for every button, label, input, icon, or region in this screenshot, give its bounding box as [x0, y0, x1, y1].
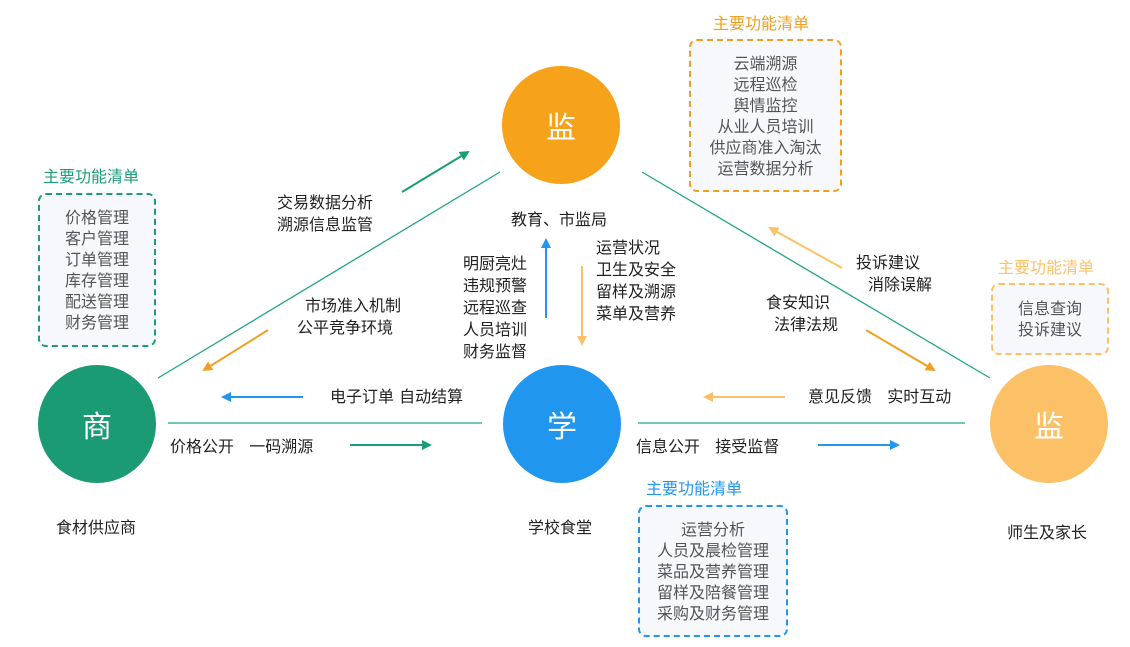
supplier-function-item: 库存管理 — [64, 271, 129, 290]
supplier-function-item: 客户管理 — [64, 229, 129, 248]
canteen-panel-title: 主要功能清单 — [646, 479, 743, 498]
parents-node: 监 — [990, 365, 1108, 483]
flow-canteen-to-parents: 信息公开 接受监督 — [636, 437, 780, 456]
canteen-function-item: 运营分析 — [680, 519, 745, 539]
canteen-node: 学 — [503, 365, 621, 483]
flow-supplier-to-regulator: 交易数据分析 溯源信息监管 — [277, 193, 374, 234]
supplier-panel-title: 主要功能清单 — [43, 167, 140, 186]
regulator-function-item: 从业人员培训 — [717, 116, 814, 136]
parents-panel-title: 主要功能清单 — [998, 258, 1095, 277]
flow-regulator-to-supplier: 市场准入机制 公平竞争环境 — [297, 296, 402, 337]
regulator-function-item: 供应商准入淘汰 — [709, 137, 822, 157]
arrow-supplier-to-regulator — [401, 150, 470, 193]
parents-node-glyph: 监 — [1034, 410, 1064, 445]
canteen-function-item: 菜品及营养管理 — [656, 561, 769, 581]
regulator-function-panel: 云端溯源 远程巡检 舆情监控 从业人员培训 供应商准入淘汰 运营数据分析 — [689, 39, 842, 192]
parents-node-label: 师生及家长 — [1007, 523, 1088, 542]
supplier-node: 商 — [38, 365, 156, 483]
supplier-function-panel: 价格管理 客户管理 订单管理 库存管理 配送管理 财务管理 — [38, 193, 156, 347]
canteen-function-item: 采购及财务管理 — [656, 603, 769, 623]
canteen-function-item: 人员及晨检管理 — [656, 540, 769, 560]
canteen-function-panel: 运营分析 人员及晨检管理 菜品及营养管理 留样及陪餐管理 采购及财务管理 — [638, 505, 788, 637]
flow-canteen-to-supplier: 电子订单 自动结算 — [330, 387, 464, 406]
parents-function-item: 信息查询 — [1017, 299, 1082, 318]
flow-supplier-to-canteen: 价格公开 一码溯源 — [170, 437, 314, 456]
edge-top-right — [641, 171, 991, 379]
regulator-node-glyph: 监 — [546, 111, 576, 146]
regulator-function-item: 舆情监控 — [733, 95, 798, 115]
canteen-node-glyph: 学 — [547, 410, 577, 445]
supplier-function-item: 订单管理 — [64, 250, 129, 269]
edge-left-top — [157, 171, 501, 379]
regulator-function-item: 运营数据分析 — [717, 158, 814, 178]
supplier-function-item: 财务管理 — [64, 313, 129, 332]
supplier-function-item: 价格管理 — [64, 208, 129, 227]
parents-function-item: 投诉建议 — [1017, 320, 1082, 339]
supplier-node-glyph: 商 — [82, 410, 112, 445]
supplier-function-item: 配送管理 — [64, 292, 129, 311]
regulator-node: 监 — [502, 66, 620, 184]
regulator-function-item: 云端溯源 — [733, 53, 798, 73]
parents-function-panel: 信息查询 投诉建议 — [991, 283, 1109, 355]
regulator-function-item: 远程巡检 — [733, 74, 798, 94]
arrow-regulator-to-supplier — [202, 329, 269, 372]
arrow-parents-to-regulator — [768, 227, 843, 269]
flow-parents-to-canteen: 意见反馈 实时互动 — [808, 387, 952, 406]
regulator-node-label: 教育、市监局 — [511, 210, 608, 229]
flow-canteen-to-regulator: 明厨亮灶 违规预警 远程巡查 人员培训 财务监督 — [463, 254, 528, 361]
flow-regulator-to-parents: 食安知识 法律法规 — [766, 293, 839, 334]
flow-regulator-to-canteen: 运营状况 卫生及安全 留样及溯源 菜单及营养 — [596, 238, 677, 323]
supplier-node-label: 食材供应商 — [56, 518, 137, 537]
canteen-node-label: 学校食堂 — [528, 518, 593, 537]
flow-parents-to-regulator: 投诉建议 消除误解 — [856, 253, 933, 294]
canteen-function-item: 留样及陪餐管理 — [656, 582, 769, 602]
regulator-panel-title: 主要功能清单 — [713, 14, 810, 33]
arrow-regulator-to-parents — [865, 329, 936, 372]
